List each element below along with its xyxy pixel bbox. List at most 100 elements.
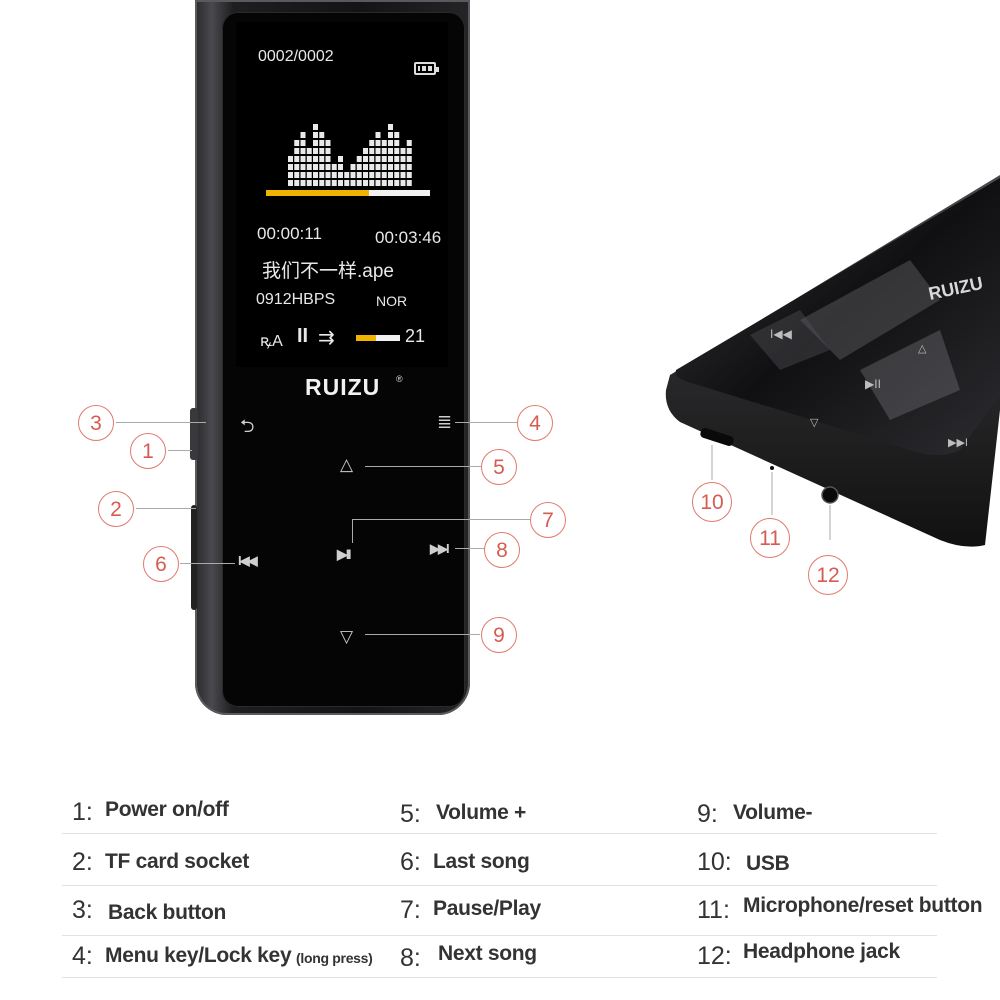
legend-text: Volume- xyxy=(733,801,813,824)
eq-segment xyxy=(394,132,400,138)
legend-num: 6: xyxy=(400,848,421,876)
legend-text: USB xyxy=(746,852,790,875)
eq-segment xyxy=(388,132,393,138)
eq-segment xyxy=(319,164,325,170)
eq-segment xyxy=(306,148,312,154)
eq-segment xyxy=(325,180,331,186)
tf-card-slot[interactable] xyxy=(191,505,197,610)
eq-segment xyxy=(388,124,393,130)
eq-segment xyxy=(338,164,343,170)
brand-reg-mark: ® xyxy=(396,374,403,384)
back-key-icon[interactable]: ⮌ xyxy=(240,416,255,436)
callout-8: 8 xyxy=(484,532,520,568)
eq-segment xyxy=(306,180,312,186)
eq-segment xyxy=(313,140,318,146)
eq-segment xyxy=(319,140,325,146)
eq-segment xyxy=(381,164,387,170)
eq-segment xyxy=(319,180,325,186)
track-counter: 0002/0002 xyxy=(258,48,334,65)
callout-9: 9 xyxy=(481,617,517,653)
legend-text: Volume + xyxy=(436,801,526,824)
eq-segment xyxy=(369,164,375,170)
eq-segment xyxy=(319,132,325,138)
eq-segment xyxy=(381,172,387,178)
volume-track xyxy=(356,335,400,341)
eq-segment xyxy=(288,172,293,178)
eq-segment xyxy=(350,164,356,170)
eq-segment xyxy=(294,140,300,146)
song-title: 我们不一样.ape xyxy=(262,261,394,282)
eq-segment xyxy=(300,140,306,146)
eq-segment xyxy=(369,148,375,154)
legend-row-divider xyxy=(62,935,937,936)
next-key-icon[interactable]: ▶▶I xyxy=(430,541,450,556)
legend-text: Microphone/reset button xyxy=(743,894,983,917)
leader-3 xyxy=(116,422,206,423)
eq-segment xyxy=(381,148,387,154)
eq-segment xyxy=(375,148,381,154)
eq-segment xyxy=(294,172,300,178)
eq-segment xyxy=(394,164,400,170)
callout-12: 12 xyxy=(808,555,848,595)
eq-segment xyxy=(300,164,306,170)
eq-segment xyxy=(400,148,406,154)
volume-down-key-icon[interactable]: ▽ xyxy=(340,627,354,646)
time-total: 00:03:46 xyxy=(375,228,442,247)
volume-fill xyxy=(356,335,376,341)
eq-segment xyxy=(388,140,393,146)
eq-segment xyxy=(406,140,412,146)
legend-num: 8: xyxy=(400,944,421,972)
eq-segment xyxy=(388,148,393,154)
eq-segment xyxy=(369,156,375,162)
callout-3: 3 xyxy=(78,405,114,441)
eq-segment xyxy=(300,148,306,154)
eq-segment xyxy=(313,172,318,178)
eq-segment xyxy=(406,148,412,154)
equalizer-visualizer xyxy=(288,124,412,186)
eq-segment xyxy=(394,148,400,154)
eq-segment xyxy=(356,156,362,162)
eq-segment xyxy=(313,148,318,154)
play-pause-key-icon[interactable]: ▶II xyxy=(337,546,351,562)
leader-7 xyxy=(352,519,530,520)
leader-4 xyxy=(455,422,517,423)
menu-key-icon[interactable]: ≣ xyxy=(437,412,453,432)
eq-segment xyxy=(300,180,306,186)
eq-segment xyxy=(363,164,368,170)
svg-text:△: △ xyxy=(918,343,927,355)
eq-segment xyxy=(388,156,393,162)
eq-segment xyxy=(313,180,318,186)
eq-segment xyxy=(406,172,412,178)
eq-segment xyxy=(300,156,306,162)
battery-icon xyxy=(414,62,439,75)
eq-segment xyxy=(375,172,381,178)
callout-4: 4 xyxy=(517,405,553,441)
legend-num: 5: xyxy=(400,800,421,828)
eq-segment xyxy=(406,164,412,170)
eq-segment xyxy=(319,148,325,154)
power-button[interactable] xyxy=(190,408,198,460)
eq-segment xyxy=(325,148,331,154)
svg-text:▶II: ▶II xyxy=(865,377,881,391)
callout-6: 6 xyxy=(143,546,179,582)
eq-segment xyxy=(388,164,393,170)
legend-num: 12: xyxy=(697,942,732,970)
eq-segment xyxy=(356,172,362,178)
eq-segment xyxy=(400,164,406,170)
eq-segment xyxy=(288,164,293,170)
eq-segment xyxy=(406,180,412,186)
callout-11: 11 xyxy=(750,518,790,558)
eq-segment xyxy=(306,172,312,178)
prev-key-icon[interactable]: I◀◀ xyxy=(238,553,258,568)
eq-segment xyxy=(394,140,400,146)
eq-segment xyxy=(400,156,406,162)
legend-num: 10: xyxy=(697,848,732,876)
legend-num: 1: xyxy=(72,798,93,826)
volume-up-key-icon[interactable]: △ xyxy=(340,455,354,474)
eq-segment xyxy=(406,156,412,162)
eq-segment xyxy=(394,156,400,162)
eq-segment xyxy=(400,172,406,178)
legend-num: 3: xyxy=(72,896,93,924)
callout-10: 10 xyxy=(692,482,732,522)
eq-segment xyxy=(400,180,406,186)
